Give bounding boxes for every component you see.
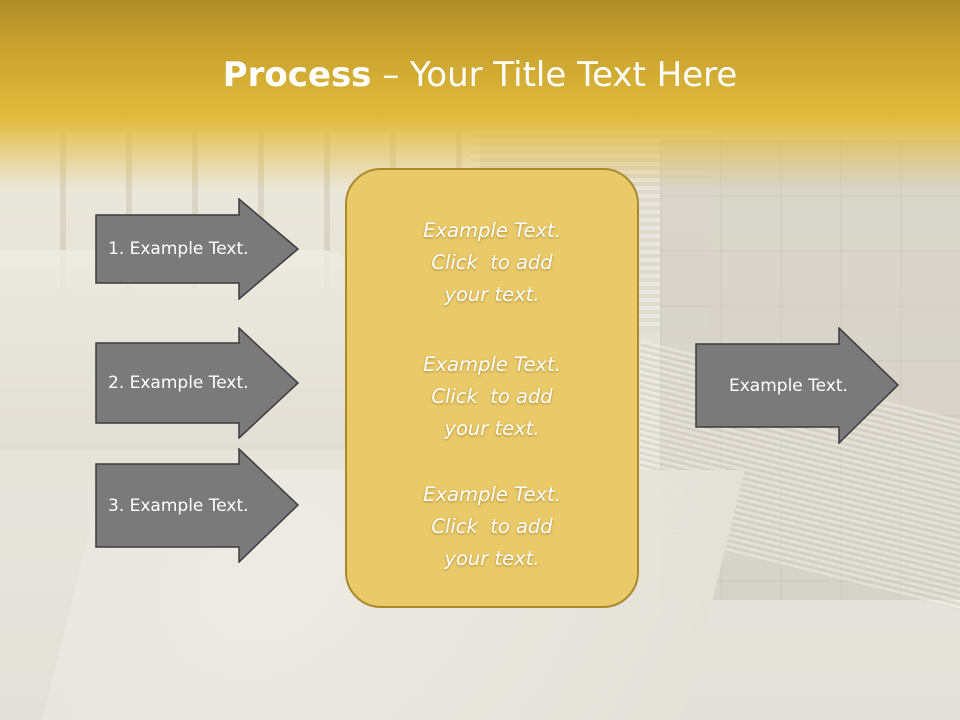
entry-1-line-3: your text. bbox=[444, 283, 540, 306]
entry-2-line-3: your text. bbox=[444, 417, 540, 440]
process-result-label: Example Text. bbox=[729, 375, 848, 396]
title-band bbox=[0, 0, 960, 190]
entry-1-line-2: Click to add bbox=[431, 251, 553, 274]
center-text-box[interactable]: Example Text. Click to add your text. Ex… bbox=[345, 168, 639, 608]
entry-2-line-2: Click to add bbox=[431, 385, 553, 408]
process-step-label-3: 3. Example Text. bbox=[108, 495, 249, 516]
title-bold: Process bbox=[222, 55, 372, 95]
process-step-arrow-2[interactable]: 2. Example Text. bbox=[95, 327, 300, 439]
entry-3-line-1: Example Text. bbox=[423, 483, 561, 506]
center-entry-3: Example Text. Click to add your text. bbox=[347, 479, 637, 575]
center-entry-2: Example Text. Click to add your text. bbox=[347, 349, 637, 445]
slide-title[interactable]: Process – Your Title Text Here bbox=[0, 52, 960, 98]
entry-1-line-1: Example Text. bbox=[423, 219, 561, 242]
title-rest: – Your Title Text Here bbox=[371, 55, 738, 95]
center-entry-1: Example Text. Click to add your text. bbox=[347, 215, 637, 311]
entry-3-line-2: Click to add bbox=[431, 515, 553, 538]
process-step-arrow-3[interactable]: 3. Example Text. bbox=[95, 448, 300, 563]
process-step-label-1: 1. Example Text. bbox=[108, 239, 249, 259]
process-step-label-2: 2. Example Text. bbox=[108, 373, 249, 393]
process-step-arrow-1[interactable]: 1. Example Text. bbox=[95, 198, 300, 300]
entry-3-line-3: your text. bbox=[444, 547, 540, 570]
entry-2-line-1: Example Text. bbox=[423, 353, 561, 376]
process-result-arrow[interactable]: Example Text. bbox=[695, 327, 900, 444]
